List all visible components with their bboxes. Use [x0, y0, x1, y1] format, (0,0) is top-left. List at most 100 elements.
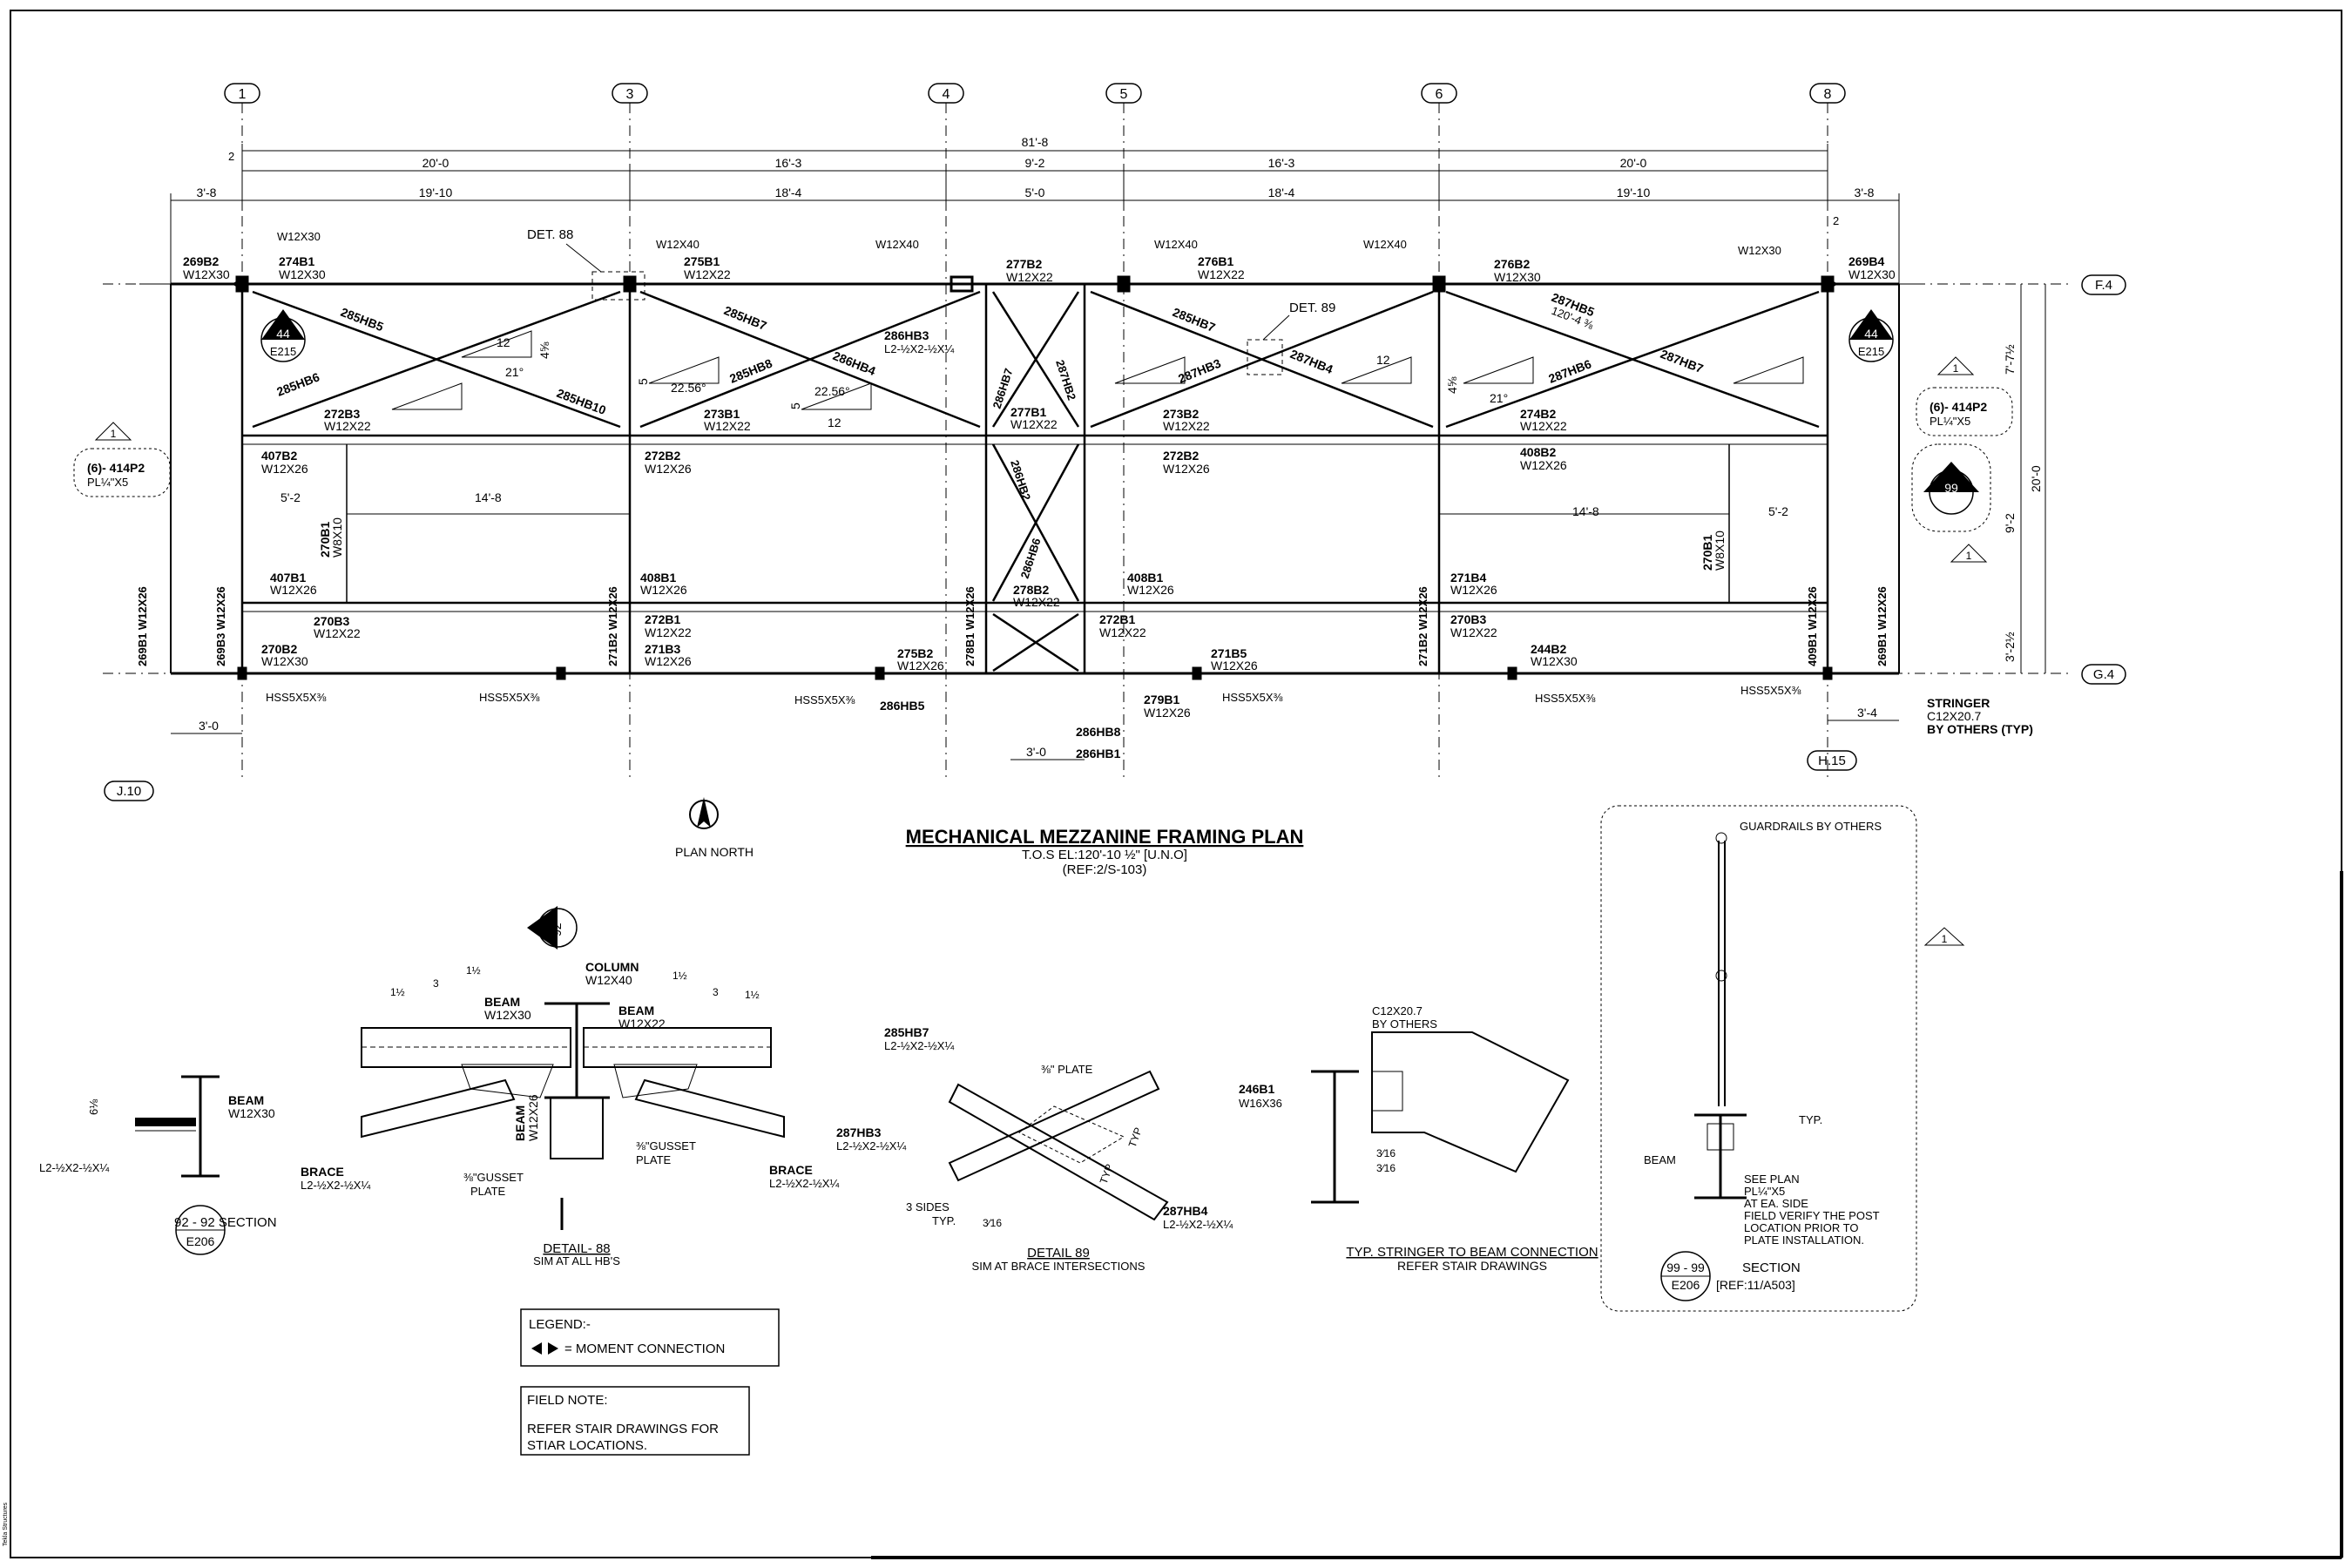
dim-sub: 19'-10: [1617, 186, 1651, 199]
horizontal-braces: [252, 290, 1820, 672]
svg-text:2: 2: [228, 150, 234, 163]
svg-text:92 - 92 SECTION: 92 - 92 SECTION: [174, 1215, 277, 1230]
svg-text:3'-4: 3'-4: [1857, 706, 1877, 720]
slope-text: 12 4⅝ 21° 5 22.56° 12 5 22.56° 12 4⅝ 21°: [497, 335, 1508, 429]
svg-text:2: 2: [1833, 214, 1839, 227]
svg-text:408B1: 408B1: [1127, 571, 1163, 585]
svg-text:TYP: TYP: [1126, 1125, 1145, 1149]
svg-text:1: 1: [1942, 933, 1948, 945]
dim-overall: 81'-8: [1022, 135, 1049, 149]
svg-text:285HB7: 285HB7: [722, 303, 769, 333]
svg-text:14'-8: 14'-8: [475, 490, 502, 504]
det88-callout-box: [591, 271, 645, 301]
svg-text:274B2: 274B2: [1520, 407, 1556, 421]
svg-text:E215: E215: [270, 345, 296, 358]
dim-bay-2: 16'-3: [775, 156, 802, 170]
svg-text:285HB6: 285HB6: [274, 369, 321, 398]
svg-text:286HB1: 286HB1: [1076, 747, 1121, 760]
dim-sub: 18'-4: [775, 186, 802, 199]
svg-text:DETAIL- 88: DETAIL- 88: [543, 1241, 610, 1256]
plate-callout-right: (6)- 414P2 PL¼"X5 1 1: [1916, 356, 2013, 563]
svg-text:5: 5: [636, 378, 650, 385]
svg-text:W12X40: W12X40: [1154, 238, 1198, 251]
svg-text:408B2: 408B2: [1520, 445, 1556, 459]
svg-text:277B2: 277B2: [1006, 257, 1042, 271]
svg-text:276B2: 276B2: [1494, 257, 1530, 271]
svg-text:3: 3: [433, 977, 439, 990]
svg-text:BEAM: BEAM: [1644, 1153, 1676, 1166]
svg-text:4⅝: 4⅝: [1445, 376, 1459, 394]
svg-text:W12X22: W12X22: [1006, 270, 1053, 284]
svg-text:W12X26: W12X26: [1520, 458, 1567, 472]
svg-text:6⅛: 6⅛: [87, 1099, 100, 1115]
dim-bay-3: 9'-2: [1025, 156, 1045, 170]
svg-text:F.4: F.4: [2095, 278, 2112, 293]
section-92: BEAM W12X30 L2-½X2-½X¼ 6⅛ 92 - 92 SECTIO…: [39, 1075, 277, 1255]
svg-text:BY OTHERS (TYP): BY OTHERS (TYP): [1927, 722, 2033, 736]
svg-text:L2-½X2-½X¼: L2-½X2-½X¼: [769, 1177, 839, 1190]
svg-text:FIELD VERIFY THE POST: FIELD VERIFY THE POST: [1744, 1209, 1880, 1222]
svg-text:HSS5X5X⅜: HSS5X5X⅜: [1222, 691, 1283, 704]
svg-text:T.O.S EL:120'-10 ½" [U.N.O]: T.O.S EL:120'-10 ½" [U.N.O]: [1022, 848, 1187, 862]
svg-text:3⁄16: 3⁄16: [1376, 1147, 1396, 1159]
svg-text:275B1: 275B1: [684, 254, 720, 268]
svg-text:271B2 W12X26: 271B2 W12X26: [1416, 586, 1429, 666]
svg-text:W12X30: W12X30: [261, 654, 308, 668]
svg-text:W12X40: W12X40: [585, 973, 632, 987]
svg-text:274B1: 274B1: [279, 254, 314, 268]
svg-text:244B2: 244B2: [1531, 642, 1566, 656]
svg-text:8: 8: [1824, 87, 1832, 102]
svg-text:1½: 1½: [745, 989, 760, 1001]
dim-sub: 19'-10: [419, 186, 453, 199]
svg-text:12: 12: [497, 335, 510, 349]
grid-lines: [103, 103, 2073, 780]
section-44-left: 44 E215: [260, 309, 306, 362]
svg-text:6: 6: [1436, 87, 1443, 102]
svg-text:99 - 99: 99 - 99: [1666, 1260, 1705, 1274]
det89-label: DET. 89: [1289, 301, 1335, 315]
svg-text:W12X26: W12X26: [1144, 706, 1191, 720]
dim-bay-5: 20'-0: [1620, 156, 1647, 170]
svg-text:3 SIDES: 3 SIDES: [906, 1200, 950, 1213]
svg-text:W12X30: W12X30: [484, 1008, 531, 1022]
svg-text:W12X26: W12X26: [261, 462, 308, 476]
svg-text:278B1 W12X26: 278B1 W12X26: [963, 586, 977, 666]
svg-text:5'-2: 5'-2: [280, 490, 301, 504]
svg-text:3'-0: 3'-0: [1026, 745, 1046, 759]
dim-right: 3'-2½: [2003, 632, 2017, 662]
svg-text:W12X26: W12X26: [897, 659, 944, 672]
dim-bay-1: 20'-0: [422, 156, 449, 170]
svg-text:SIM AT ALL HB'S: SIM AT ALL HB'S: [533, 1254, 620, 1267]
svg-text:270B2: 270B2: [261, 642, 297, 656]
svg-text:W12X22: W12X22: [704, 419, 751, 433]
detail-89: 285HB7 L2-½X2-½X¼ 287HB3 L2-½X2-½X¼ 287H…: [836, 1025, 1233, 1273]
svg-text:44: 44: [1864, 327, 1878, 341]
svg-text:246B1: 246B1: [1239, 1082, 1274, 1096]
svg-text:14'-8: 14'-8: [1572, 504, 1599, 518]
svg-text:276B1: 276B1: [1198, 254, 1233, 268]
svg-text:BEAM: BEAM: [228, 1093, 264, 1107]
svg-text:PL¼"X5: PL¼"X5: [87, 476, 128, 489]
svg-text:W12X26: W12X26: [1163, 462, 1210, 476]
svg-text:E215: E215: [1858, 345, 1884, 358]
svg-text:287HB2: 287HB2: [1053, 358, 1078, 402]
svg-text:C12X20.7: C12X20.7: [1372, 1004, 1423, 1017]
svg-text:W12X40: W12X40: [875, 238, 919, 251]
svg-text:W8X10: W8X10: [1713, 531, 1727, 571]
svg-text:277B1: 277B1: [1010, 405, 1046, 419]
svg-text:W12X22: W12X22: [324, 419, 371, 433]
section-99-marker: 99: [1911, 443, 1991, 532]
svg-text:W12X22: W12X22: [618, 1017, 666, 1031]
stringer-connection-detail: C12X20.7 BY OTHERS 246B1 W16X36 3⁄16 3⁄1…: [1239, 1004, 1598, 1273]
svg-text:TYP.: TYP.: [1799, 1113, 1822, 1126]
det89-callout-box: [1247, 339, 1283, 375]
svg-text:W12X40: W12X40: [656, 238, 700, 251]
svg-text:W12X30: W12X30: [279, 267, 326, 281]
dimension-lines: [170, 144, 2046, 673]
svg-text:W12X26: W12X26: [1127, 583, 1174, 597]
svg-text:272B2: 272B2: [1163, 449, 1199, 463]
svg-text:W12X26: W12X26: [1211, 659, 1258, 672]
section-44-right: 44 E215: [1848, 309, 1894, 362]
svg-text:407B1: 407B1: [270, 571, 306, 585]
svg-text:408B1: 408B1: [640, 571, 676, 585]
